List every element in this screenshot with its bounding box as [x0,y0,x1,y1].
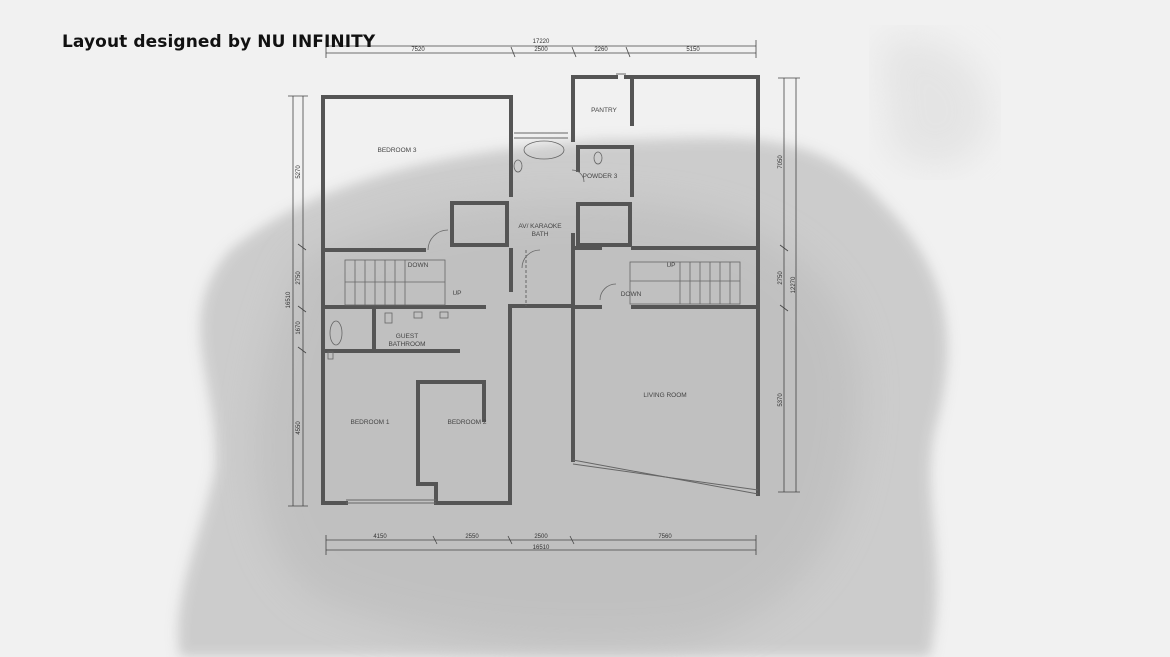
watercolor-wash [178,38,990,657]
dim-left-total: 16510 [286,291,292,308]
room-label-pantry: PANTRY [591,107,617,114]
dim-bottom-3: 2500 [534,534,548,540]
stair-label-up-left: UP [452,290,461,297]
dim-top-3: 2260 [594,47,608,53]
stair-label-up-right: UP [666,262,675,269]
room-label-bedroom2: BEDROOM 2 [447,419,486,426]
walls [321,75,760,505]
dim-bottom-total: 16510 [533,545,550,551]
room-label-guest: GUEST [396,333,418,340]
dim-top-total: 17220 [533,39,550,45]
dim-right-1: 7050 [778,155,784,169]
stair-label-down-left: DOWN [408,262,429,269]
dimension-lines [288,40,800,555]
dim-right-2: 2750 [778,271,784,285]
dimension-text: 17220 7520 2500 2260 5150 4150 2550 2500… [286,39,797,551]
dim-top-1: 7520 [411,47,425,53]
dim-left-4: 4550 [296,421,302,435]
room-labels: BEDROOM 3 PANTRY POWDER 3 AV/ KARAOKE BA… [350,107,686,426]
dim-right-total: 12270 [791,276,797,293]
fixtures [327,140,603,360]
room-label-powder: POWDER 3 [583,173,618,180]
dim-left-3: 1670 [296,321,302,335]
stairs-left [344,259,446,306]
dim-bottom-2: 2550 [465,534,479,540]
page-title: Layout designed by NU INFINITY [62,32,376,52]
room-label-bedroom3: BEDROOM 3 [377,147,416,154]
dim-left-1: 5270 [296,165,302,179]
room-label-guest-2: BATHROOM [388,341,425,348]
room-label-av-karaoke: AV/ KARAOKE [518,223,562,230]
dim-right-3: 5370 [778,393,784,407]
room-label-living: LIVING ROOM [643,392,686,399]
dim-left-2: 2750 [296,271,302,285]
dim-top-4: 5150 [686,47,700,53]
room-label-av-karaoke-2: BATH [532,231,549,238]
dim-bottom-1: 4150 [373,534,387,540]
room-label-bedroom1: BEDROOM 1 [350,419,389,426]
stair-label-down-right: DOWN [621,291,642,298]
stairs-right [629,261,741,305]
door-swings [427,169,617,301]
windows [346,73,759,504]
dim-top-2: 2500 [534,47,548,53]
dim-bottom-4: 7560 [658,534,672,540]
